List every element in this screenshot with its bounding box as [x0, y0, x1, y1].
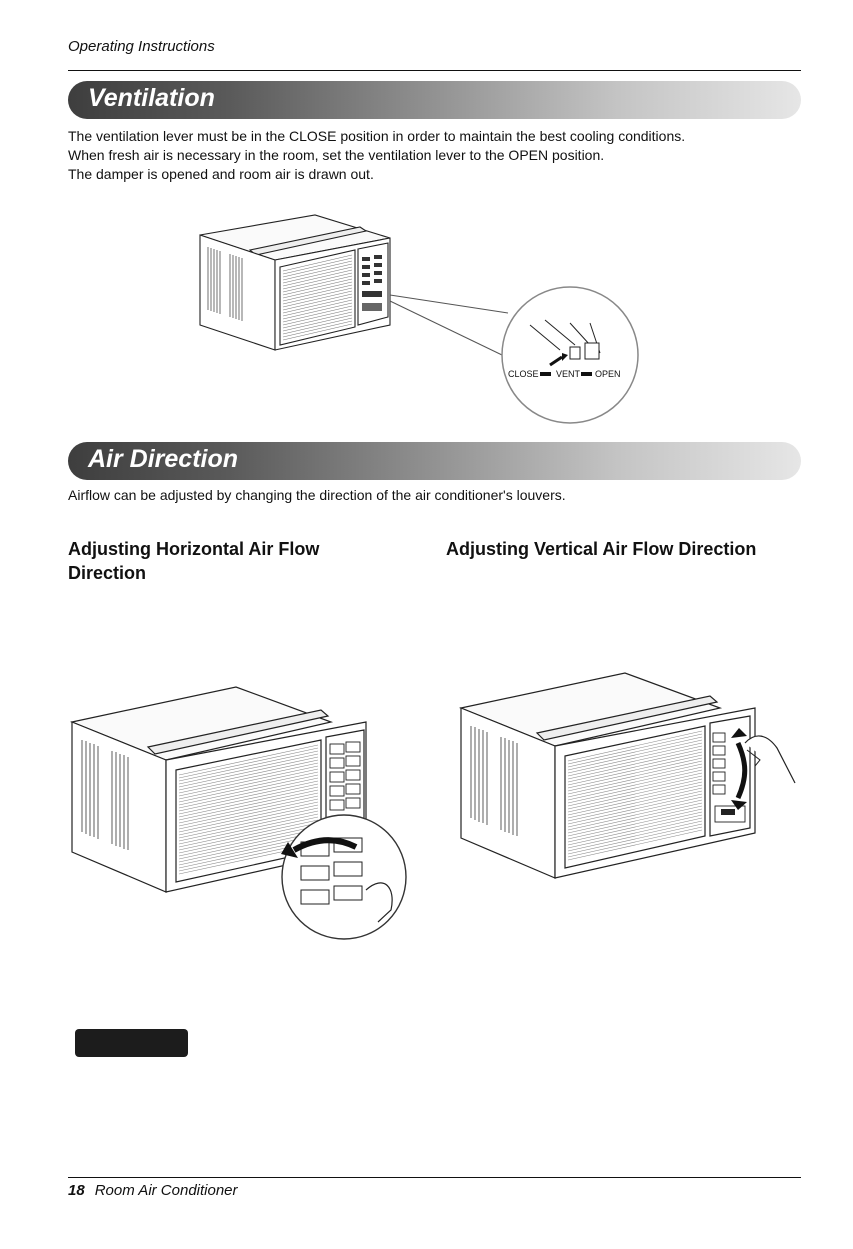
- ventilation-figure: CLOSE VENT OPEN: [199, 214, 639, 424]
- horizontal-airflow-heading: Adjusting Horizontal Air Flow Direction: [68, 539, 320, 583]
- page-number: 18: [68, 1182, 85, 1199]
- lever-label-close: CLOSE: [508, 369, 539, 379]
- note-badge: [75, 1029, 188, 1057]
- air-direction-title: Air Direction: [88, 445, 239, 473]
- ventilation-text: The ventilation lever must be in the CLO…: [68, 127, 808, 184]
- footer-rule: [68, 1177, 801, 1178]
- ventilation-line-2: When fresh air is necessary in the room,…: [68, 147, 605, 163]
- ventilation-line-1: The ventilation lever must be in the CLO…: [68, 128, 686, 144]
- ventilation-banner: Ventilation: [68, 81, 801, 119]
- vertical-airflow-heading: Adjusting Vertical Air Flow Direction: [446, 539, 757, 559]
- horizontal-airflow-figure: [69, 686, 407, 940]
- footer-title: Room Air Conditioner: [94, 1182, 238, 1199]
- air-direction-intro: Airflow can be adjusted by changing the …: [68, 487, 566, 503]
- vertical-airflow-figure: [458, 672, 796, 879]
- header-rule: [68, 70, 801, 71]
- page-footer: 18 Room Air Conditioner: [68, 1182, 238, 1199]
- ventilation-title: Ventilation: [88, 84, 215, 112]
- lever-label-open: OPEN: [595, 369, 621, 379]
- lever-label-vent: VENT: [556, 369, 581, 379]
- ventilation-line-3: The damper is opened and room air is dra…: [68, 166, 374, 182]
- air-direction-banner: Air Direction: [68, 442, 801, 480]
- running-header: Operating Instructions: [68, 38, 215, 55]
